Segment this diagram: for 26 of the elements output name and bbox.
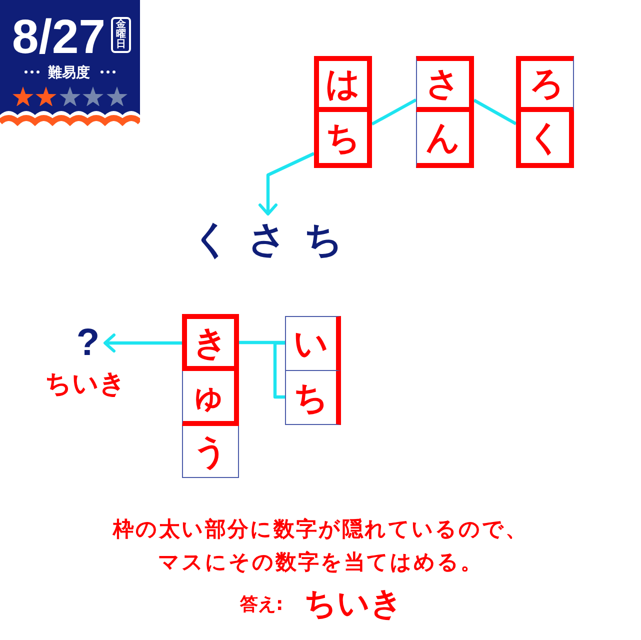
letter-cell: ち	[314, 112, 372, 168]
weekday-box: 金曜日	[111, 17, 131, 53]
letter-cell: は	[314, 56, 372, 112]
connector-line	[239, 340, 285, 344]
result-word: くさち	[192, 214, 340, 258]
letter-cell: い	[285, 316, 341, 371]
letter-cell: ん	[416, 112, 474, 168]
question-mark: ?	[71, 324, 105, 362]
connector-line	[473, 98, 517, 126]
connector-line	[371, 98, 417, 126]
arrow	[104, 334, 182, 352]
answer-text: ちいき	[304, 586, 403, 620]
arrow	[258, 152, 315, 216]
letter-cell: ろ	[516, 56, 574, 112]
letter-cell: ち	[285, 371, 341, 425]
date-text: 8/27	[12, 14, 106, 62]
difficulty-label: 難易度	[48, 64, 90, 80]
letter-cell: く	[516, 112, 574, 168]
connector-line	[273, 341, 285, 399]
answer-label: 答え:	[240, 594, 284, 616]
letter-cell: ゅ	[182, 371, 239, 426]
instruction-text: 枠の太い部分に数字が隠れているので、マスにその数字を当てはめる。	[112, 516, 529, 576]
letter-cell: さ	[416, 56, 474, 112]
letter-cell: き	[182, 314, 239, 371]
letter-cell: う	[182, 426, 239, 478]
hint-text: ちいき	[45, 369, 126, 397]
